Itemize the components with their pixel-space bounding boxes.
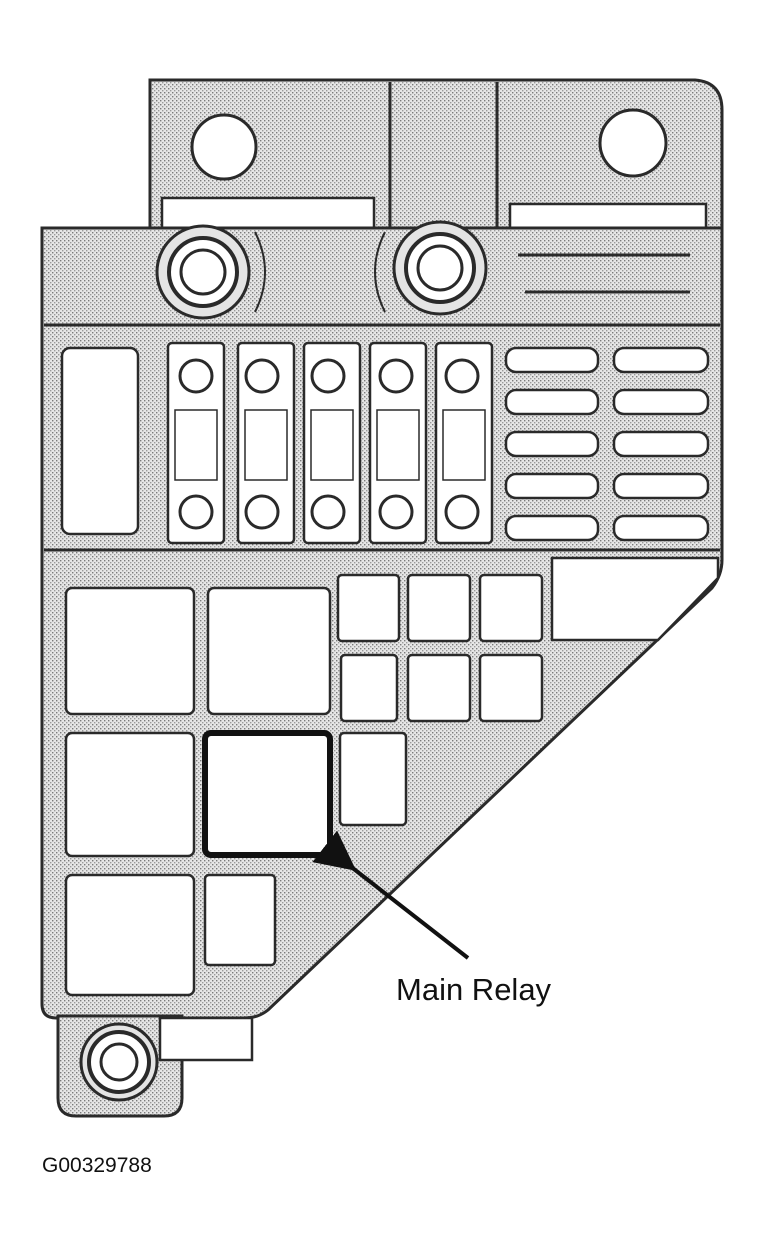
cartridge-fuse bbox=[434, 341, 494, 545]
mini-fuse bbox=[612, 514, 710, 542]
relay-small bbox=[406, 653, 472, 723]
mini-fuse bbox=[612, 430, 710, 458]
mini-fuse bbox=[612, 472, 710, 500]
relay-small bbox=[406, 573, 472, 643]
mini-fuse bbox=[612, 388, 710, 416]
mini-fuses bbox=[504, 346, 710, 542]
cartridge-fuse bbox=[302, 341, 362, 545]
cartridge-fuse bbox=[166, 341, 226, 545]
top-bracket bbox=[148, 78, 724, 232]
mini-fuse bbox=[504, 346, 600, 374]
relay-small bbox=[203, 873, 277, 967]
bolt-right bbox=[392, 220, 488, 316]
bracket-hole-left bbox=[190, 113, 258, 181]
large-fuse-block bbox=[60, 346, 140, 536]
relay-small bbox=[478, 653, 544, 723]
bottom-mount-tab bbox=[56, 1014, 254, 1118]
cartridge-fuse bbox=[368, 341, 428, 545]
side-slot bbox=[550, 556, 720, 642]
mini-fuse bbox=[504, 388, 600, 416]
relay-large bbox=[206, 586, 332, 716]
relays bbox=[64, 556, 720, 997]
figure-id: G00329788 bbox=[42, 1154, 152, 1177]
mini-fuse bbox=[612, 346, 710, 374]
relay-small bbox=[478, 573, 544, 643]
relay-small bbox=[338, 731, 408, 827]
bolt-left bbox=[155, 224, 251, 320]
relay-large bbox=[64, 586, 196, 716]
mini-fuse bbox=[504, 514, 600, 542]
callout-arrow bbox=[312, 830, 470, 960]
bracket-hole-right bbox=[598, 108, 668, 178]
cartridge-fuse bbox=[236, 341, 296, 545]
cartridge-fuses bbox=[166, 341, 494, 545]
relay-large bbox=[64, 731, 196, 858]
main-relay bbox=[202, 730, 333, 858]
relay-small bbox=[336, 573, 401, 643]
relay-large bbox=[64, 873, 196, 997]
mini-fuse bbox=[504, 472, 600, 500]
relay-small bbox=[339, 653, 399, 723]
mini-fuse bbox=[504, 430, 600, 458]
main-relay-callout-label: Main Relay bbox=[396, 972, 552, 1007]
